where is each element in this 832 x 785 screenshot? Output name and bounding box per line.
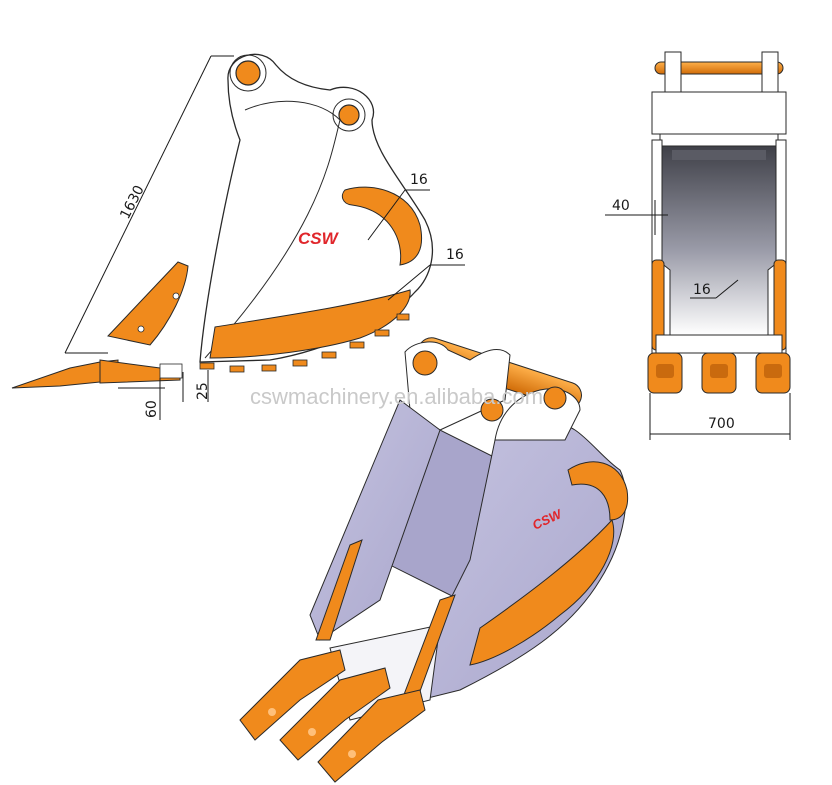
side-view: 1630 16 16 25 60 CSW <box>11 53 465 420</box>
side-wear-plate-lower <box>209 289 411 359</box>
dim-upper-wear-label: 16 <box>410 172 428 188</box>
dim-height-label: 1630 <box>117 183 147 222</box>
heel-shrouds <box>199 313 410 373</box>
dim-width-label: 700 <box>708 416 735 432</box>
side-wear-plate-upper <box>341 186 423 266</box>
dim-lower-wear-label: 16 <box>446 247 464 263</box>
pin-boss-lower <box>338 104 360 126</box>
iso-teeth <box>239 649 426 783</box>
front-pin <box>654 61 784 75</box>
brand-logo-side: CSW <box>298 229 340 248</box>
iso-wear-plate-upper <box>567 461 629 521</box>
dimension-height <box>64 55 234 354</box>
dim-plate-label: 16 <box>693 282 711 298</box>
watermark-text: cswmachinery.en.alibaba.com <box>250 384 543 409</box>
isometric-view: CSW <box>239 337 629 783</box>
iso-wear-plate-lower <box>469 519 615 666</box>
pin-boss-upper <box>235 60 261 86</box>
dim-cutter-label: 40 <box>612 198 630 214</box>
front-view: 700 40 16 <box>605 51 791 440</box>
iso-side-cutter-left <box>315 539 363 641</box>
dim-drop-label: 60 <box>144 400 160 418</box>
side-view-body <box>199 53 433 363</box>
side-cutter <box>107 261 189 346</box>
front-body <box>659 145 779 336</box>
dim-lip-label: 25 <box>195 382 211 400</box>
